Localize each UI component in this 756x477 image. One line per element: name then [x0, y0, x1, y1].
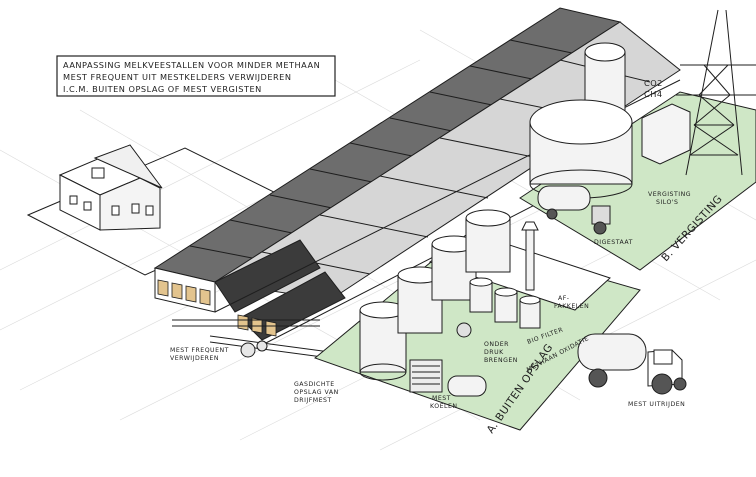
power-tower [676, 9, 756, 176]
manure-pipes [172, 319, 331, 359]
digester-silos [529, 42, 691, 235]
label-gasdichte-3: DRIJFMEST [294, 397, 332, 404]
label-mest-koelen-1: MEST [432, 395, 451, 402]
label-mest-uitrijden: MEST UITRIJDEN [628, 401, 685, 408]
label-onder-druk-3: BRENGEN [484, 357, 518, 364]
farmhouse [26, 144, 302, 276]
label-ch4: CH4 [644, 89, 663, 99]
label-mest-frequent-1: MEST FREQUENT [170, 347, 229, 354]
vergisting-pad [519, 91, 756, 271]
label-onder-druk-2: DRUK [484, 349, 504, 356]
label-gasdichte-1: GASDICHTE [294, 381, 335, 388]
label-af-fakkelen-2: FAKKELEN [554, 303, 589, 310]
title-line-3: I.C.M. BUITEN OPSLAG OF MEST VERGISTEN [63, 84, 262, 94]
label-gasdichte-2: OPSLAG VAN [294, 389, 339, 396]
title-box: AANPASSING MELKVEESTALLEN VOOR MINDER ME… [56, 55, 336, 97]
label-co2: CO2 [644, 78, 663, 88]
manure-tanker-tractor [577, 333, 687, 395]
label-onder-druk-1: ONDER [484, 341, 509, 348]
label-af-fakkelen-1: AF- [558, 295, 570, 302]
title-line-1: AANPASSING MELKVEESTALLEN VOOR MINDER ME… [63, 60, 320, 70]
label-vergisting-silos-1: VERGISTING [648, 191, 691, 198]
barn [153, 7, 701, 346]
label-digestaat: DIGESTAAT [594, 239, 633, 246]
title-line-2: MEST FREQUENT UIT MESTKELDERS VERWIJDERE… [63, 72, 292, 82]
label-mest-frequent-2: VERWIJDEREN [170, 355, 219, 362]
label-vergisting-silos-2: SILO'S [656, 199, 678, 206]
storage-tanks [359, 209, 541, 397]
label-mest-koelen-2: KOELEN [430, 403, 457, 410]
